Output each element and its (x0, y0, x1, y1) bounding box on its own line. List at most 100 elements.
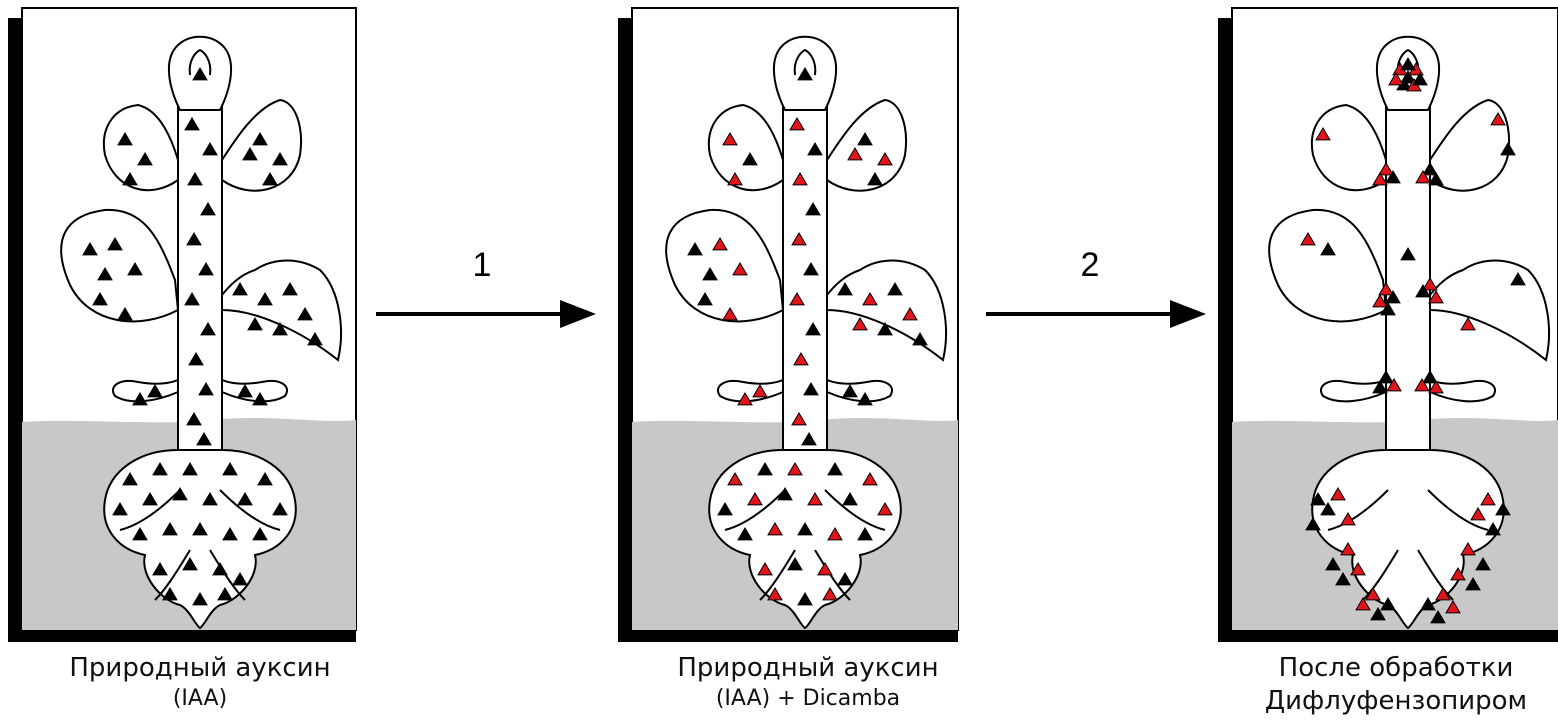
auxin-marker (232, 572, 248, 586)
auxin-marker (117, 132, 133, 146)
caption-line-1: После обработки (1278, 653, 1514, 683)
dicamba-marker (822, 587, 838, 601)
caption-line-2: Дифлуфензопиром (1264, 685, 1528, 716)
auxin-marker (182, 557, 198, 571)
auxin-marker (1385, 290, 1401, 304)
auxin-marker (837, 572, 853, 586)
auxin-marker (200, 202, 216, 216)
dicamba-marker (791, 232, 807, 246)
auxin-marker (1420, 597, 1436, 611)
dicamba-marker (1470, 507, 1486, 521)
auxin-marker (737, 527, 753, 541)
auxin-marker (237, 492, 253, 506)
auxin-marker (757, 462, 773, 476)
caption-panel-3: После обработки Дифлуфензопиром (1236, 652, 1556, 717)
dicamba-marker (792, 172, 808, 186)
auxin-marker (887, 282, 903, 296)
dicamba-marker (789, 117, 805, 131)
dicamba-marker (767, 587, 783, 601)
auxin-marker (272, 502, 288, 516)
auxin-marker (247, 317, 263, 331)
dicamba-marker (1372, 294, 1388, 308)
dicamba-marker (1480, 492, 1496, 506)
auxin-marker (252, 527, 268, 541)
auxin-marker (188, 352, 204, 366)
auxin-marker (237, 384, 253, 398)
auxin-marker (122, 172, 138, 186)
auxin-marker (807, 142, 823, 156)
auxin-marker (127, 262, 143, 276)
auxin-marker (162, 522, 178, 536)
dicamba-marker (712, 237, 728, 251)
auxin-marker (877, 322, 893, 336)
auxin-marker (252, 392, 268, 406)
auxin-marker (187, 172, 203, 186)
panel-natural (8, 7, 357, 642)
dicamba-marker (791, 412, 807, 426)
auxin-marker (192, 67, 208, 81)
auxin-marker (152, 562, 168, 576)
dicamba-marker (722, 132, 738, 146)
auxin-marker (1380, 302, 1396, 316)
auxin-marker (797, 592, 813, 606)
dicamba-marker (902, 307, 918, 321)
auxin-marker (837, 282, 853, 296)
auxin-marker (257, 472, 273, 486)
auxin-marker (797, 522, 813, 536)
auxin-marker (857, 132, 873, 146)
dicamba-marker (1450, 567, 1466, 581)
auxin-marker (262, 172, 278, 186)
dicamba-marker (1315, 127, 1331, 141)
auxin-marker (1385, 170, 1401, 184)
auxin-marker (1485, 522, 1501, 536)
auxin-marker (184, 117, 200, 131)
dicamba-marker (787, 462, 803, 476)
caption-line-2: (IAA) (172, 685, 228, 711)
auxin-marker (272, 322, 288, 336)
dicamba-marker (1422, 277, 1438, 291)
auxin-marker (687, 242, 703, 256)
auxin-marker (182, 462, 198, 476)
auxin-markers (82, 67, 323, 606)
dicamba-marker (1330, 487, 1346, 501)
auxin-marker (803, 382, 819, 396)
auxin-marker (777, 487, 793, 501)
auxin-marker (92, 292, 108, 306)
auxin-marker (1320, 502, 1336, 516)
dicamba-marker (737, 392, 753, 406)
auxin-marker (1510, 272, 1526, 286)
auxin-marker (857, 527, 873, 541)
dicamba-marker (1372, 172, 1388, 186)
dicamba-marker (727, 472, 743, 486)
dicamba-marker (1415, 170, 1431, 184)
dicamba-marker (827, 527, 843, 541)
dicamba-marker (877, 152, 893, 166)
auxin-marker (1335, 572, 1351, 586)
dicamba-marker (1460, 542, 1476, 556)
auxin-marker (222, 527, 238, 541)
dicamba-marker (877, 502, 893, 516)
dicamba-marker (1386, 378, 1402, 392)
caption-panel-1: Природный ауксин (IAA) (40, 652, 360, 712)
auxin-marker (192, 522, 208, 536)
dicamba-marker (862, 292, 878, 306)
auxin-marker (1370, 607, 1386, 621)
auxin-marker (1380, 597, 1396, 611)
auxin-marker (1320, 242, 1336, 256)
dicamba-marker (1445, 600, 1461, 614)
auxin-marker (132, 527, 148, 541)
caption-line-1: Природный ауксин (69, 653, 331, 683)
dicamba-marker (752, 384, 768, 398)
auxin-marker (797, 67, 813, 81)
auxin-marker (1372, 380, 1388, 394)
auxin-marker (252, 132, 268, 146)
auxin-marker (697, 292, 713, 306)
auxin-marker (282, 282, 298, 296)
auxin-marker (1422, 370, 1438, 384)
dicamba-marker (1340, 512, 1356, 526)
auxin-marker (827, 462, 843, 476)
arrow-2 (986, 300, 1206, 328)
auxin-marker (132, 392, 148, 406)
auxin-marker (805, 202, 821, 216)
dicamba-marker (807, 492, 823, 506)
